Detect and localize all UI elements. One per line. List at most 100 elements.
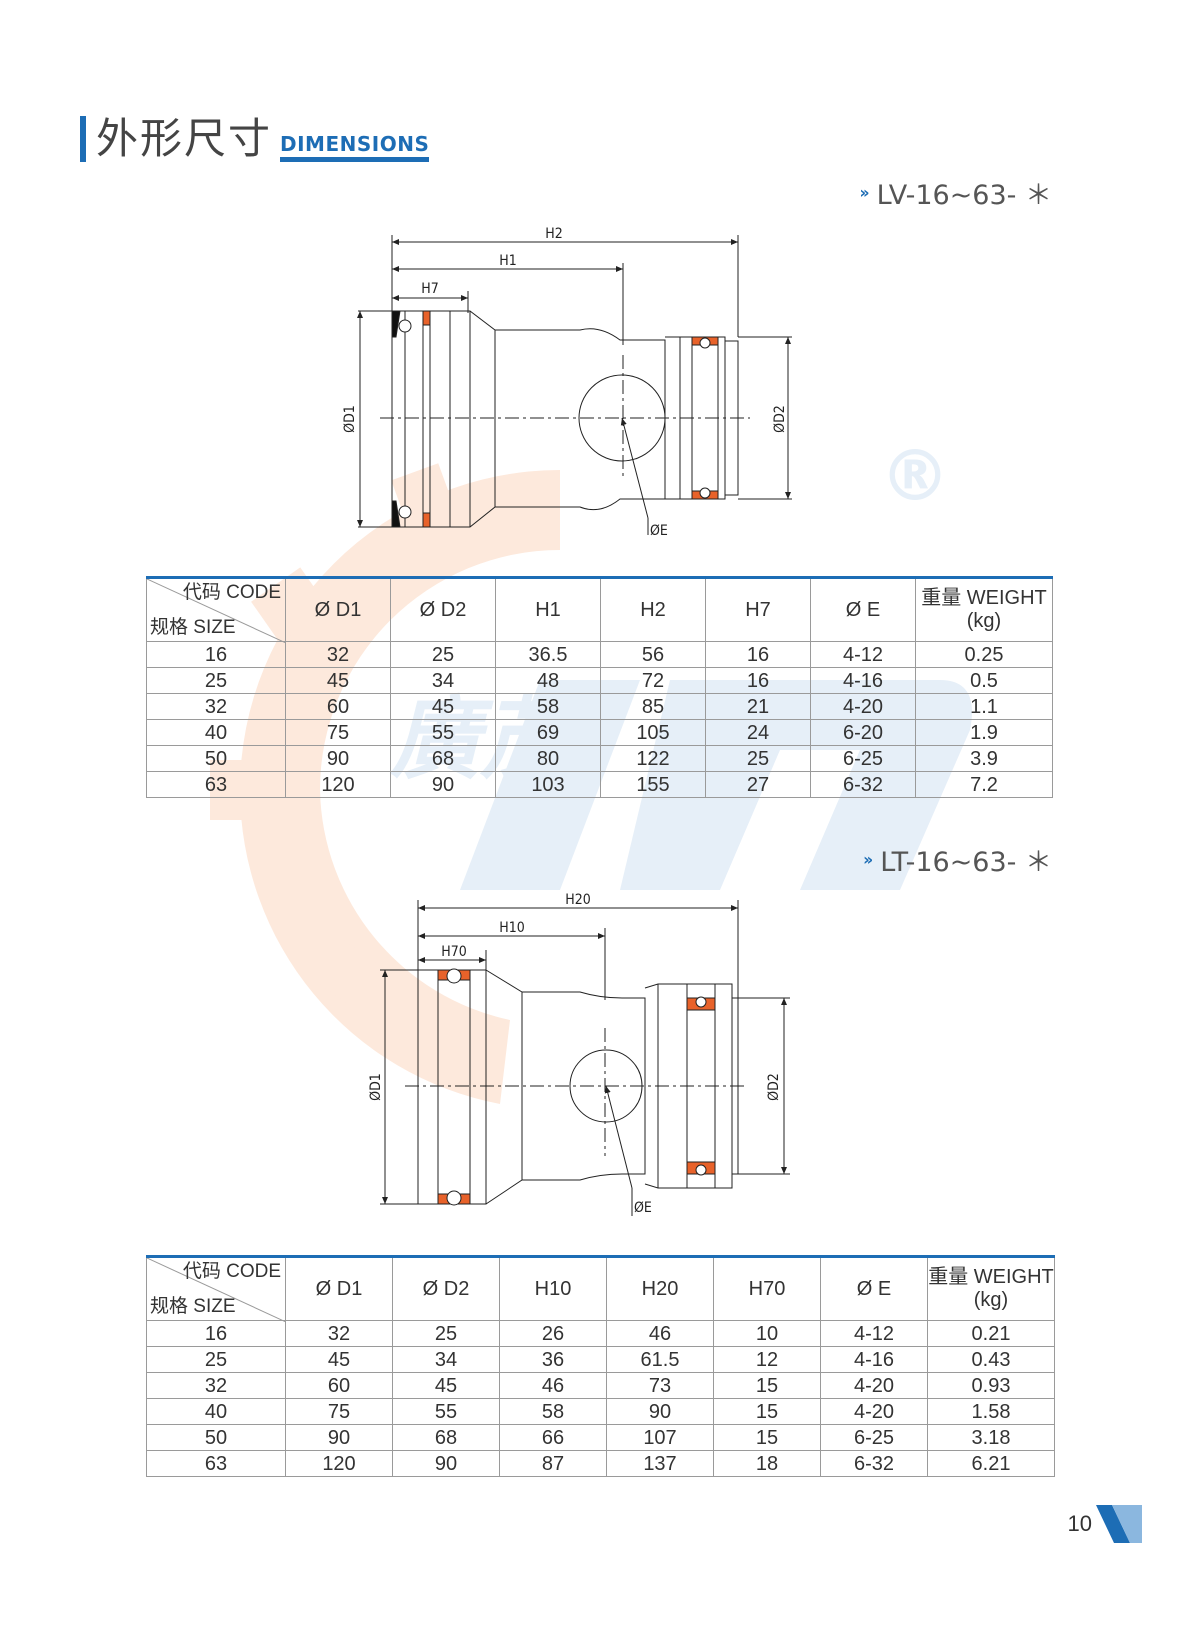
- col-header-h10: H10: [499, 1255, 607, 1321]
- cell-d2: 68: [392, 1424, 500, 1451]
- corner-diagonal: [147, 579, 286, 643]
- cell-h7: 16: [705, 641, 811, 668]
- page-title-en-underline: DIMENSIONS: [280, 132, 430, 162]
- header-accent-bar: [80, 116, 86, 162]
- cell-h20: 73: [606, 1372, 714, 1399]
- dim-label-h20: H20: [565, 892, 591, 908]
- dim-label-e: ØE: [634, 1200, 652, 1216]
- cell-d1: 60: [285, 1372, 393, 1399]
- cell-d1: 90: [285, 1424, 393, 1451]
- cell-weight: 1.58: [927, 1398, 1055, 1425]
- cell-d2: 45: [392, 1372, 500, 1399]
- cell-d2: 25: [390, 641, 496, 668]
- cell-size: 32: [146, 1372, 286, 1399]
- model-label-lt: ›› LT-16~63- ＊: [863, 840, 1052, 879]
- cell-h7: 21: [705, 693, 811, 720]
- cell-size: 63: [146, 1450, 286, 1477]
- cell-d2: 45: [390, 693, 496, 720]
- col-header-h1: H1: [495, 576, 601, 642]
- cell-size: 16: [146, 641, 286, 668]
- cell-weight: 0.21: [927, 1320, 1055, 1347]
- dim-label-e: ØE: [650, 523, 668, 539]
- corner-code-label: 代码 CODE: [182, 582, 281, 603]
- cell-d1: 75: [285, 719, 391, 746]
- cell-h10: 36: [499, 1346, 607, 1373]
- cell-h1: 36.5: [495, 641, 601, 668]
- cell-weight: 3.18: [927, 1424, 1055, 1451]
- cell-e: 4-12: [820, 1320, 928, 1347]
- cell-size: 40: [146, 719, 286, 746]
- cell-e: 4-16: [810, 667, 916, 694]
- cell-d2: 34: [390, 667, 496, 694]
- cell-e: 6-32: [820, 1450, 928, 1477]
- page-title-cn: 外形尺寸: [96, 114, 273, 163]
- cell-h20: 90: [606, 1398, 714, 1425]
- dim-label-h10: H10: [499, 920, 525, 936]
- cell-h1: 103: [495, 771, 601, 798]
- cell-weight: 0.25: [915, 641, 1053, 668]
- cell-h10: 26: [499, 1320, 607, 1347]
- technical-drawing-lv: H2 H1 H7 ØD1 ØD2 ØE: [342, 226, 792, 539]
- cell-h2: 85: [600, 693, 706, 720]
- cell-e: 4-20: [810, 693, 916, 720]
- cell-h1: 48: [495, 667, 601, 694]
- cell-h70: 15: [713, 1398, 821, 1425]
- cell-h7: 25: [705, 745, 811, 772]
- cell-h1: 80: [495, 745, 601, 772]
- cell-h7: 24: [705, 719, 811, 746]
- table-header-row: 代码 CODE 规格 SIZE Ø D1 Ø D2 H10 H20 H70 Ø …: [146, 1255, 1055, 1322]
- cell-d1: 45: [285, 667, 391, 694]
- page-title-en: DIMENSIONS: [280, 132, 430, 156]
- dim-label-d1: ØD1: [342, 405, 358, 433]
- weight-header-label: 重量 WEIGHT: [921, 587, 1047, 609]
- cell-size: 40: [146, 1398, 286, 1425]
- cell-size: 32: [146, 693, 286, 720]
- cell-h70: 15: [713, 1372, 821, 1399]
- cell-d1: 60: [285, 693, 391, 720]
- cell-e: 6-25: [810, 745, 916, 772]
- cell-d1: 32: [285, 1320, 393, 1347]
- cell-d2: 55: [390, 719, 496, 746]
- cell-d1: 45: [285, 1346, 393, 1373]
- cell-h70: 12: [713, 1346, 821, 1373]
- weight-header-unit: (kg): [973, 1289, 1009, 1311]
- cell-h7: 27: [705, 771, 811, 798]
- cell-size: 25: [146, 1346, 286, 1373]
- cell-e: 6-25: [820, 1424, 928, 1451]
- cell-weight: 0.5: [915, 667, 1053, 694]
- page-number-text: 10: [1067, 1511, 1092, 1536]
- dim-label-h2: H2: [545, 226, 563, 242]
- cell-d2: 34: [392, 1346, 500, 1373]
- cell-h2: 56: [600, 641, 706, 668]
- registered-mark: ®: [880, 435, 950, 517]
- cell-weight: 3.9: [915, 745, 1053, 772]
- cell-d1: 90: [285, 745, 391, 772]
- cell-h1: 69: [495, 719, 601, 746]
- cell-d1: 120: [285, 771, 391, 798]
- corner-code-label: 代码 CODE: [182, 1261, 281, 1282]
- cell-weight: 0.43: [927, 1346, 1055, 1373]
- model-label-lv: ›› LV-16~63- ＊: [859, 173, 1052, 212]
- col-header-h20: H20: [606, 1255, 714, 1321]
- dim-label-d2: ØD2: [772, 405, 788, 433]
- cell-h2: 122: [600, 745, 706, 772]
- cell-h10: 46: [499, 1372, 607, 1399]
- cell-h70: 18: [713, 1450, 821, 1477]
- cell-weight: 1.9: [915, 719, 1053, 746]
- cell-weight: 0.93: [927, 1372, 1055, 1399]
- col-header-d2: Ø D2: [390, 576, 496, 642]
- cell-size: 50: [146, 1424, 286, 1451]
- dim-label-h70: H70: [441, 944, 467, 960]
- weight-header-label: 重量 WEIGHT: [928, 1266, 1054, 1288]
- cell-d2: 68: [390, 745, 496, 772]
- cell-d2: 25: [392, 1320, 500, 1347]
- cell-e: 4-12: [810, 641, 916, 668]
